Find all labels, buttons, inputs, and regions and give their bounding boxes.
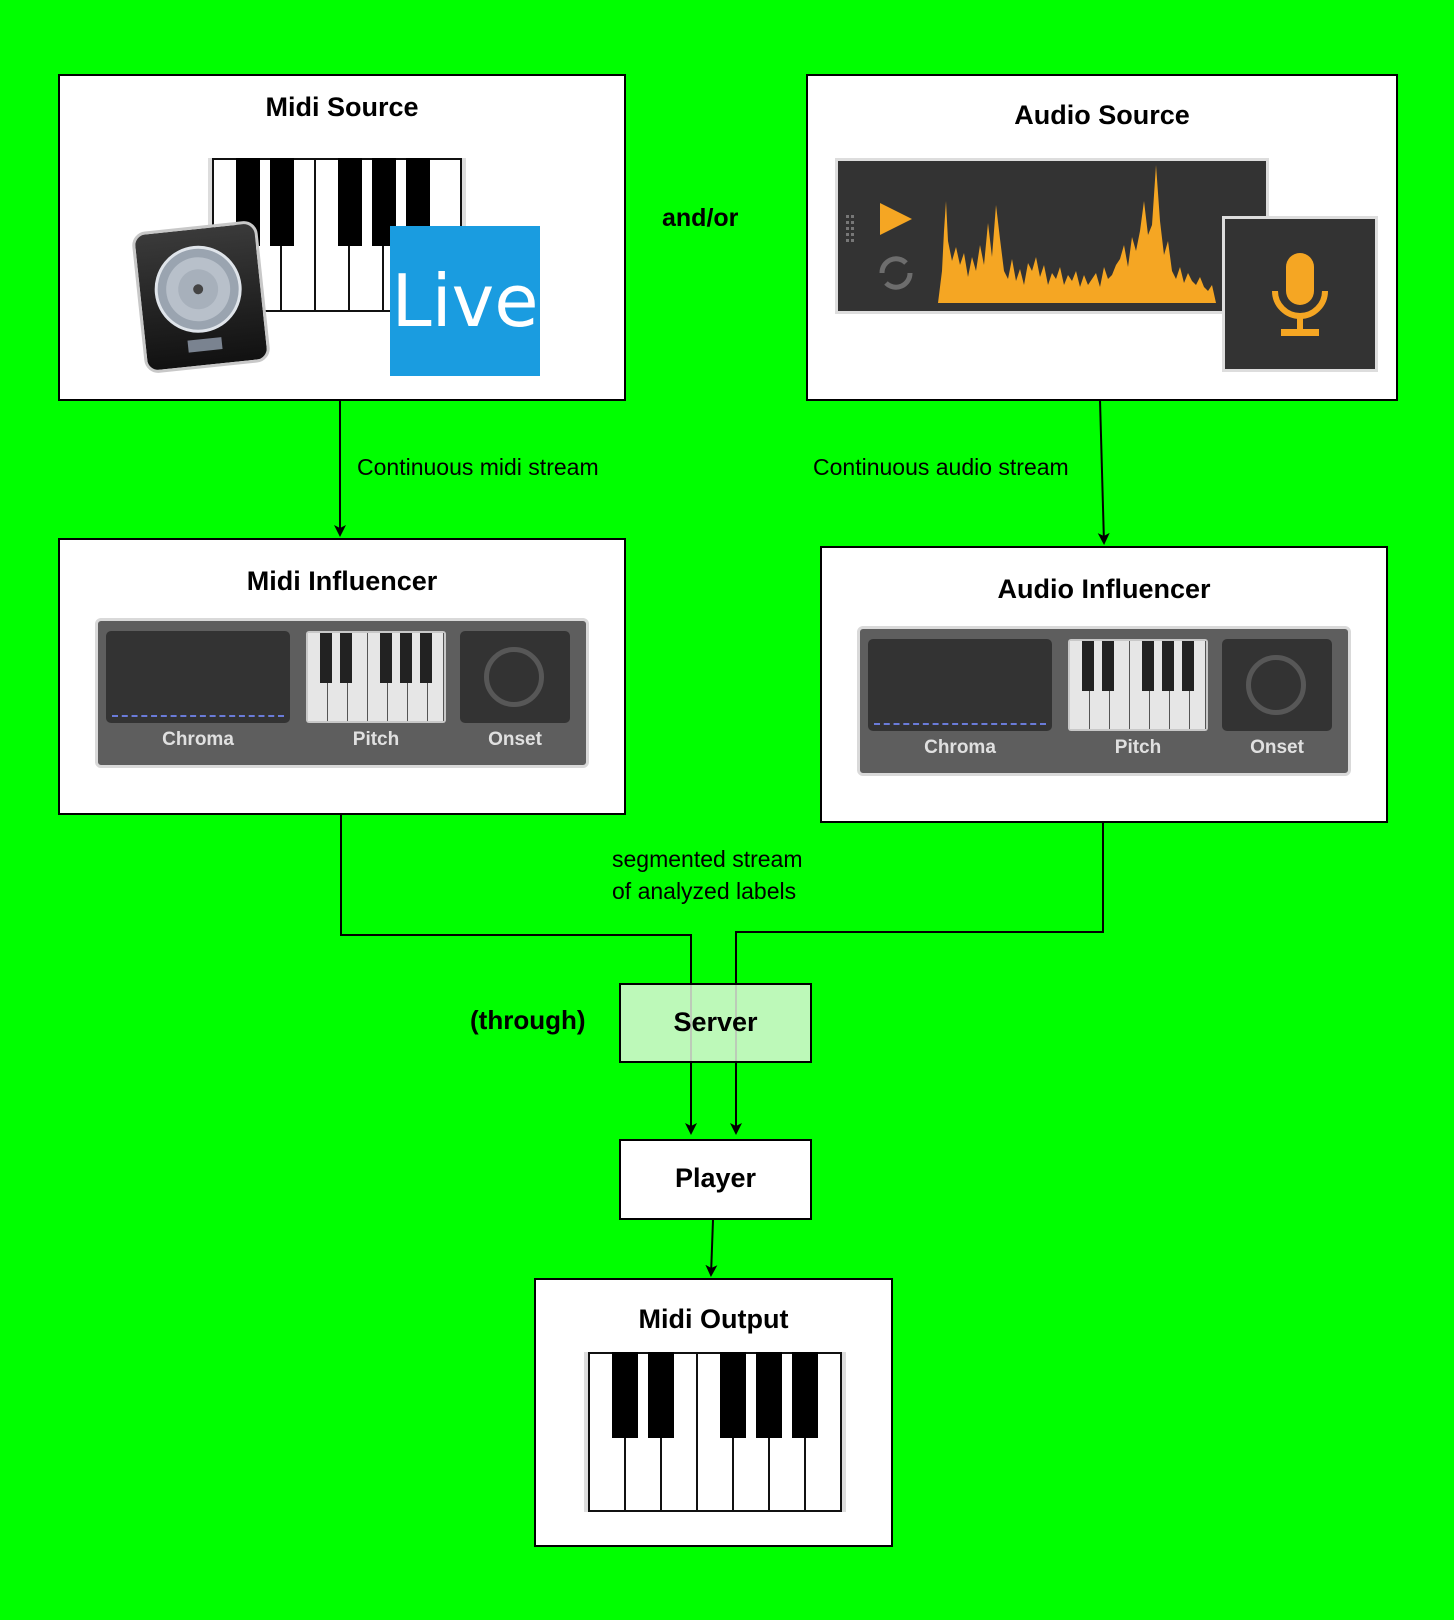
onset-label: Onset xyxy=(488,729,542,750)
midi-source-title: Midi Source xyxy=(265,92,419,122)
audio-stream-label: Continuous audio stream xyxy=(813,454,1069,480)
live-icon-text: Live xyxy=(391,259,539,343)
pitch-label: Pitch xyxy=(1114,737,1162,758)
chroma-display xyxy=(106,631,290,723)
player-node: Player xyxy=(619,1139,812,1220)
segmented-stream-line2: of analyzed labels xyxy=(612,878,797,904)
onset-ring-icon xyxy=(1246,655,1306,715)
edge-player-to-output xyxy=(705,1219,718,1277)
pitch-keyboard-icon xyxy=(306,631,446,723)
player-title: Player xyxy=(674,1163,757,1193)
audio-waveform xyxy=(835,158,1269,314)
loop-icon xyxy=(879,256,913,290)
edge-audio-source-to-influencer xyxy=(1097,399,1110,545)
chroma-label: Chroma xyxy=(162,729,234,750)
audio-source-node: Audio Source xyxy=(806,74,1398,401)
play-icon xyxy=(880,203,912,235)
onset-display xyxy=(460,631,570,723)
microphone-icon xyxy=(1222,216,1378,372)
piano-keyboard-icon xyxy=(584,1352,846,1512)
segmented-stream-line1: segmented stream xyxy=(612,846,803,872)
pitch-label: Pitch xyxy=(352,729,400,750)
through-label: (through) xyxy=(470,1005,586,1035)
midi-output-node: Midi Output xyxy=(534,1278,893,1547)
midi-output-title: Midi Output xyxy=(638,1304,789,1334)
onset-ring-icon xyxy=(484,647,544,707)
audio-influencer-title: Audio Influencer xyxy=(997,574,1211,604)
influencer-panel: Chroma Pitch Onset xyxy=(95,618,589,768)
midi-source-node: Midi Source Live xyxy=(58,74,626,401)
onset-label: Onset xyxy=(1250,737,1304,758)
midi-stream-label: Continuous midi stream xyxy=(357,454,599,480)
segmented-stream-label: segmented stream of analyzed labels xyxy=(612,843,802,907)
chroma-display xyxy=(868,639,1052,731)
onset-display xyxy=(1222,639,1332,731)
midi-influencer-title: Midi Influencer xyxy=(246,566,438,596)
audio-source-title: Audio Source xyxy=(1014,100,1190,130)
audio-influencer-node: Audio Influencer Chroma Pitch Onset xyxy=(820,546,1388,823)
and-or-label: and/or xyxy=(662,204,739,232)
chroma-label: Chroma xyxy=(924,737,996,758)
logic-pro-icon xyxy=(130,219,272,375)
influencer-panel: Chroma Pitch Onset xyxy=(857,626,1351,776)
ableton-live-icon: Live xyxy=(390,226,540,376)
pitch-keyboard-icon xyxy=(1068,639,1208,731)
server-title: Server xyxy=(673,1007,758,1037)
midi-influencer-node: Midi Influencer Chroma Pitch Onset xyxy=(58,538,626,815)
server-node: Server xyxy=(619,983,812,1063)
